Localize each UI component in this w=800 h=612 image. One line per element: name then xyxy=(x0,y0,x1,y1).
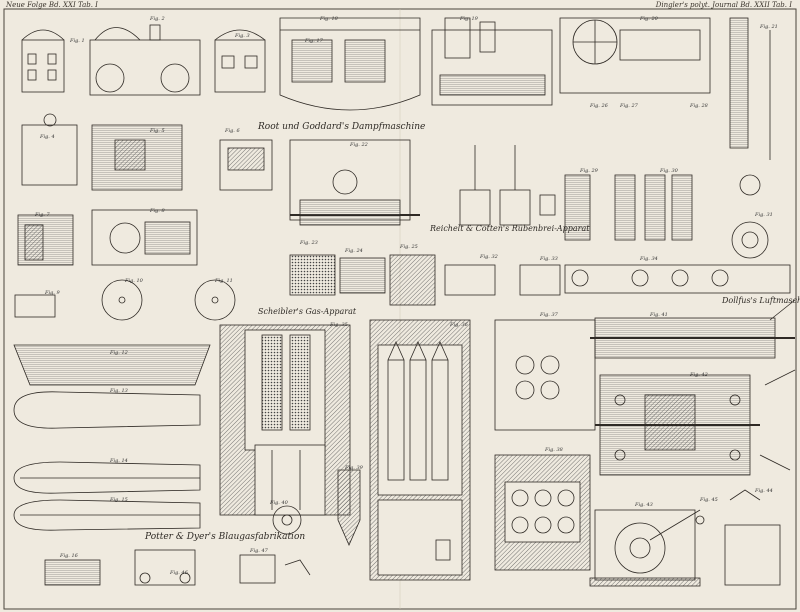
fig-label: Fig. 13 xyxy=(110,388,128,394)
gas-furnace-drawing xyxy=(219,324,361,546)
sugar-apparatus-drawing xyxy=(289,254,791,306)
caption-steam-engine: Root und Goddard's Dampfmaschine xyxy=(258,122,426,132)
caption-air-machine: Dollfus's Luftmaschine xyxy=(722,296,800,305)
fig-label: Fig. 34 xyxy=(640,256,658,262)
ship-plan-drawings xyxy=(13,344,211,531)
fig-label: Fig. 41 xyxy=(650,312,668,318)
fig-label: Fig. 29 xyxy=(580,168,598,174)
fig-label: Fig. 38 xyxy=(545,447,563,453)
locomotive-drawing xyxy=(21,24,266,96)
fig-label: Fig. 23 xyxy=(300,240,318,246)
fig-label: Fig. 1 xyxy=(70,38,85,44)
fig-label: Fig. 43 xyxy=(635,502,653,508)
header-right: Dingler's polyt. Journal Bd. XXII Tab. I xyxy=(655,1,792,9)
fig-label: Fig. 33 xyxy=(540,256,558,262)
fig-label: Fig. 24 xyxy=(345,248,363,254)
wheel-engine-drawing xyxy=(559,17,771,196)
gas-works-drawing xyxy=(44,549,311,586)
fig-label: Fig. 19 xyxy=(460,16,478,22)
fig-label: Fig. 28 xyxy=(690,103,708,109)
fig-label: Fig. 7 xyxy=(35,212,50,218)
steam-engine-drawing xyxy=(289,139,420,226)
fig-label: Fig. 4 xyxy=(40,134,55,140)
fig-label: Fig. 11 xyxy=(215,278,233,284)
fig-label: Fig. 12 xyxy=(110,350,128,356)
fig-label: Fig. 42 xyxy=(690,372,708,378)
fig-label: Fig. 10 xyxy=(125,278,143,284)
boiler-drawings xyxy=(21,113,273,191)
fig-label: Fig. 35 xyxy=(330,322,348,328)
fig-label: Fig. 40 xyxy=(270,500,288,506)
fig-label: Fig. 8 xyxy=(150,208,165,214)
fig-label: Fig. 31 xyxy=(755,212,773,218)
condenser-drawing xyxy=(14,209,236,321)
fig-label: Fig. 15 xyxy=(110,497,128,503)
caption-gas-works: Potter & Dyer's Blaugasfabrikation xyxy=(145,532,306,542)
fig-label: Fig. 46 xyxy=(170,570,188,576)
fig-label: Fig. 47 xyxy=(250,548,268,554)
fig-label: Fig. 36 xyxy=(450,322,468,328)
fig-label: Fig. 27 xyxy=(620,103,638,109)
distillation-drawing xyxy=(459,145,769,259)
fig-label: Fig. 16 xyxy=(60,553,78,559)
retort-columns-drawing xyxy=(369,319,471,581)
fig-label: Fig. 45 xyxy=(700,497,718,503)
fig-label: Fig. 26 xyxy=(590,103,608,109)
fig-label: Fig. 6 xyxy=(225,128,240,134)
engine-base-drawing xyxy=(589,489,781,587)
air-machine-drawing xyxy=(590,299,796,476)
fig-label: Fig. 2 xyxy=(150,16,165,22)
fig-label: Fig. 5 xyxy=(150,128,165,134)
fig-label: Fig. 21 xyxy=(760,24,778,30)
fig-label: Fig. 32 xyxy=(480,254,498,260)
fig-label: Fig. 17 xyxy=(305,38,323,44)
fig-label: Fig. 14 xyxy=(110,458,128,464)
fig-label: Fig. 3 xyxy=(235,33,250,39)
fig-label: Fig. 20 xyxy=(640,16,658,22)
caption-sugar-apparatus: Reichelt & Cotten's Rübenbrei-Apparat xyxy=(430,224,590,233)
fig-label: Fig. 9 xyxy=(45,290,60,296)
fig-label: Fig. 44 xyxy=(755,488,773,494)
caption-gas-apparatus: Scheibler's Gas-Apparat xyxy=(258,307,357,316)
fig-label: Fig. 18 xyxy=(320,16,338,22)
ship-section-drawing xyxy=(279,17,421,111)
fig-label: Fig. 25 xyxy=(400,244,418,250)
press-machine-drawing xyxy=(431,17,553,106)
fig-label: Fig. 37 xyxy=(540,312,558,318)
fig-label: Fig. 22 xyxy=(350,142,368,148)
fig-label: Fig. 30 xyxy=(660,168,678,174)
mill-drawing xyxy=(494,319,596,571)
header-left: Neue Folge Bd. XXI Tab. I xyxy=(6,1,98,9)
fig-label: Fig. 39 xyxy=(345,465,363,471)
